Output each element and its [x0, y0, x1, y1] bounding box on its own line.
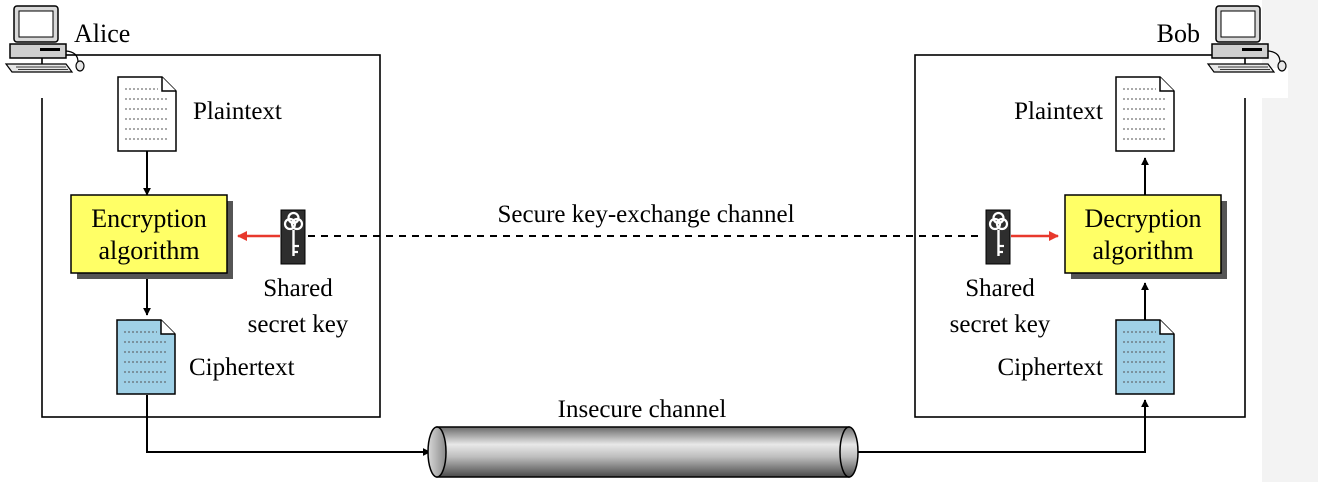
- sender-ciphertext-label: Ciphertext: [189, 354, 295, 381]
- sender-plaintext-label: Plaintext: [193, 98, 282, 125]
- document-icon: [1115, 319, 1175, 395]
- decryption-algorithm-box: [1064, 194, 1222, 274]
- receiver-plaintext-label: Plaintext: [1014, 98, 1103, 125]
- pipe-icon: [427, 426, 859, 478]
- sender-name: Alice: [74, 19, 130, 48]
- encryption-label-line2: algorithm: [98, 236, 199, 265]
- decryption-label-line2: algorithm: [1092, 236, 1193, 265]
- sender-key-label-line1: Shared: [263, 275, 333, 302]
- encryption-algorithm-box: [70, 194, 228, 274]
- channel-to-ciphertext-arrow: [852, 399, 1149, 453]
- decryption-label-line1: Decryption: [1085, 204, 1202, 233]
- receiver-ciphertext-label: Ciphertext: [997, 354, 1103, 381]
- receiver-frame: [914, 54, 1246, 418]
- document-icon: [1115, 76, 1175, 152]
- sender-key-label-line2: secret key: [248, 311, 349, 338]
- insecure-channel-label: Insecure channel: [558, 396, 727, 423]
- computer-icon: [1207, 5, 1288, 98]
- receiver-name: Bob: [1157, 19, 1200, 48]
- key-icon: [984, 208, 1012, 266]
- document-icon: [116, 319, 176, 395]
- computer-icon: [5, 5, 86, 98]
- key-icon: [279, 208, 307, 266]
- receiver-key-label-line1: Shared: [965, 275, 1035, 302]
- ciphertext-to-channel-arrow: [146, 395, 431, 456]
- encryption-label-line1: Encryption: [91, 204, 207, 233]
- secure-channel-label: Secure key-exchange channel: [497, 201, 794, 228]
- document-icon: [117, 76, 177, 152]
- receiver-key-label-line2: secret key: [950, 311, 1051, 338]
